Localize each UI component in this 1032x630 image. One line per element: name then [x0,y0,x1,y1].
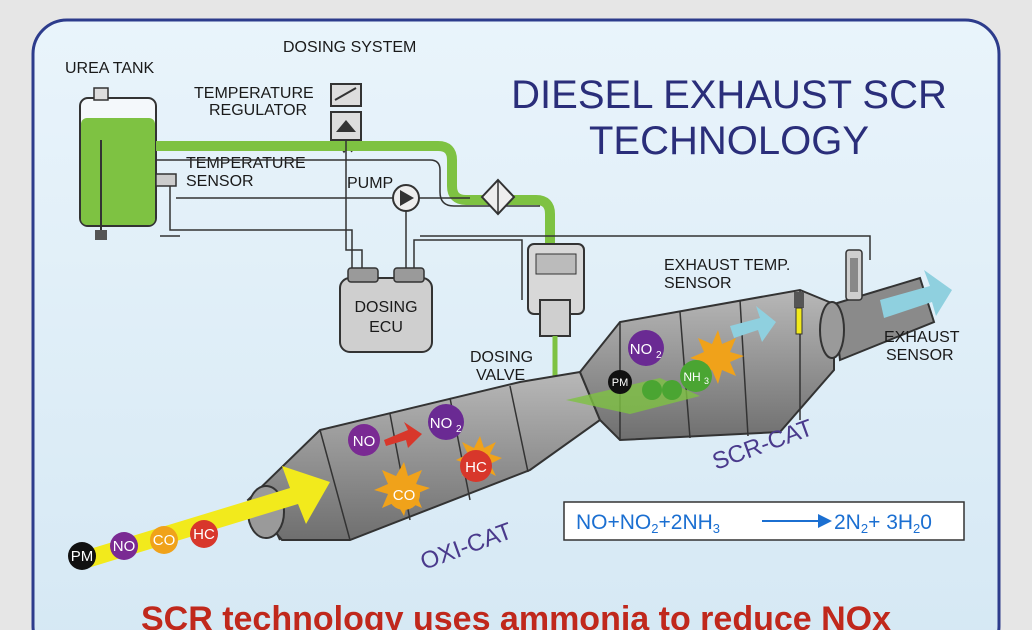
svg-text:2: 2 [456,424,462,435]
svg-text:CO: CO [393,487,416,504]
urea-return-line [156,159,540,207]
molecule-no2-scr [628,330,664,366]
svg-text:CO: CO [153,532,176,549]
molecule-pm-scr [608,370,632,394]
dosing-valve-label-2: VALVE [476,367,525,384]
molecule-no-oxi [348,424,380,456]
molecule-co-inlet [150,526,178,554]
molecule-no-inlet [110,532,138,560]
svg-text:NH: NH [683,370,700,384]
svg-text:NO: NO [353,433,376,450]
dosing-valve [527,243,585,412]
dosing-ecu-label-2: ECU [369,319,403,336]
oxi-cat-molecules: NO NO 2 HC CO [348,404,502,516]
title-line-2: TECHNOLOGY [589,119,869,163]
exhaust-temp-sensor [794,292,804,335]
molecule-co-oxi [388,478,420,510]
svg-text:PM: PM [71,548,94,565]
svg-text:NO: NO [630,341,653,358]
svg-text:HC: HC [193,526,215,543]
exhaust-sensor-label-2: SENSOR [886,347,954,364]
svg-text:3: 3 [704,376,709,386]
filter-icon [480,178,516,216]
scr-cat-molecules: NO 2 PM NH 3 [608,330,744,400]
svg-text:PM: PM [612,377,629,389]
molecule-hc-oxi [460,450,492,482]
dosing-valve-label-1: DOSING [470,349,533,366]
urea-supply-line [156,141,555,246]
temperature-regulator-valve [330,83,362,154]
inlet-molecules: PM NO CO HC [68,520,218,570]
reaction-arrow [384,422,422,448]
svg-text:NO+NO2+2NH3: NO+NO2+2NH3 [576,511,720,536]
molecule-nh3-scr [680,360,712,392]
ecu-wiring [160,140,871,300]
urea-tank [79,87,157,240]
svg-text:2: 2 [656,350,662,361]
pump-label: PUMP [347,175,393,192]
exhaust-temp-label-2: SENSOR [664,275,732,292]
molecule-no2-oxi [428,404,464,440]
molecule-pm-inlet [68,542,96,570]
outlet-flange [819,301,845,359]
molecule-hc-inlet [190,520,218,548]
footer-headline: SCR technology uses ammonia to reduce NO… [141,600,891,630]
dosing-ecu [339,267,433,353]
inflow-arrow [80,466,330,568]
dosing-system-label: DOSING SYSTEM [283,39,416,56]
outflow-arrow [880,270,952,318]
svg-text:2N2+ 3H20: 2N2+ 3H20 [834,511,932,536]
temperature-regulator-label-1: TEMPERATURE [194,85,314,102]
scr-internal-arrow [730,306,776,342]
dosing-ecu-label-1: DOSING [354,299,417,316]
exhaust-sensor [845,249,863,301]
svg-text:NO: NO [430,415,453,432]
temperature-sensor-label-1: TEMPERATURE [186,155,306,172]
reaction-equation: NO+NO2+2NH3 2N2+ 3H20 [563,501,965,541]
temperature-sensor-label-2: SENSOR [186,173,254,190]
exhaust-temp-label-1: EXHAUST TEMP. [664,257,790,274]
exhaust-sensor-label-1: EXHAUST [884,329,960,346]
temperature-regulator-label-2: REGULATOR [209,102,307,119]
tank-temperature-sensor [155,173,177,187]
svg-text:HC: HC [465,459,487,476]
urea-tank-label: UREA TANK [65,60,155,77]
title-line-1: DIESEL EXHAUST SCR [511,73,947,117]
svg-text:NO: NO [113,538,136,555]
